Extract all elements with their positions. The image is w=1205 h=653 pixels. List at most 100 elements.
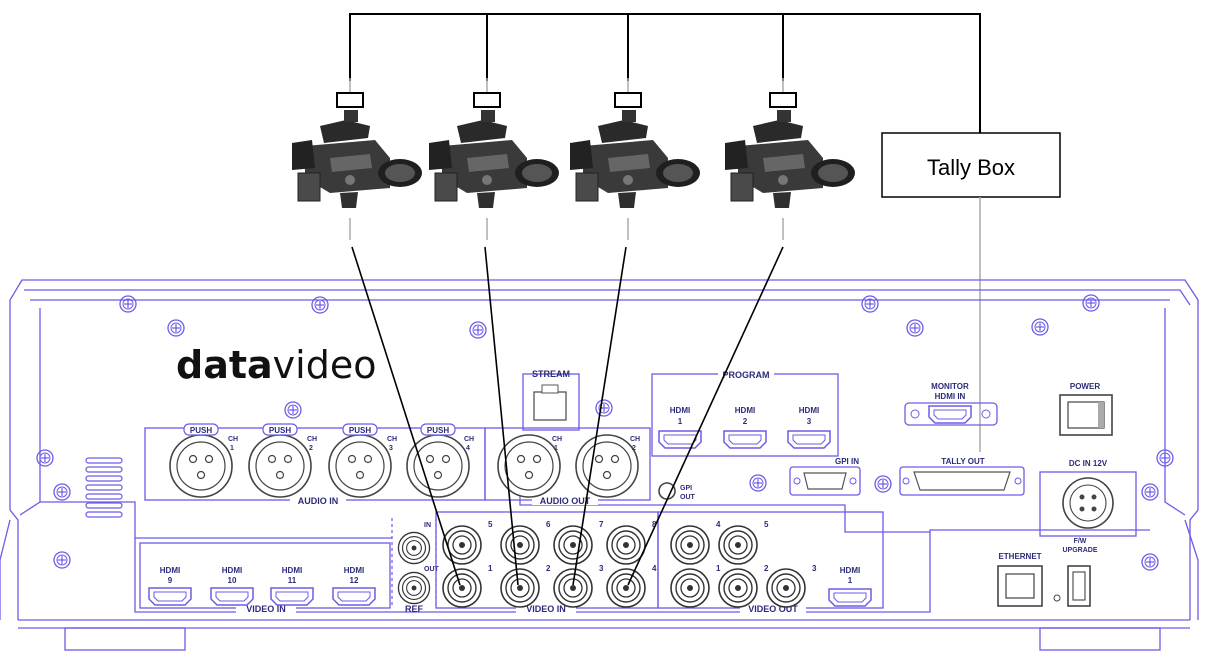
program-hdmi-2[interactable]: HDMI 2 [723,406,767,449]
svg-text:6: 6 [546,520,551,529]
svg-text:HDMI: HDMI [344,566,364,575]
svg-text:12: 12 [350,576,359,585]
svg-text:GPI IN: GPI IN [835,457,859,466]
camera-cables [351,246,784,586]
monitor-hdmi-in-port[interactable]: MONITOR HDMI IN [904,382,998,426]
svg-text:1: 1 [230,445,234,452]
svg-text:MONITOR: MONITOR [931,382,969,391]
svg-text:4: 4 [716,520,721,529]
svg-text:1: 1 [848,576,853,585]
svg-text:2: 2 [764,564,769,573]
sdi-in-6[interactable]: 6 [500,520,551,565]
sdi-in-3[interactable]: 3 [553,564,604,608]
svg-text:TALLY OUT: TALLY OUT [941,457,985,466]
sdi-out-4[interactable]: 4 [670,520,721,565]
camera-2-icon [428,92,560,209]
svg-text:AUDIO IN: AUDIO IN [298,496,339,506]
svg-text:PUSH: PUSH [427,426,449,435]
svg-text:PUSH: PUSH [349,426,371,435]
program-hdmi-1[interactable]: HDMI 1 [658,406,702,449]
sdi-in-1[interactable]: 1 [442,564,493,608]
tally-box-label: Tally Box [927,155,1015,180]
audio-in-ch3[interactable]: PUSH CH 3 [328,423,397,498]
svg-text:datavideo: datavideo [176,343,376,387]
audio-out-group: AUDIO OUT [484,427,651,506]
tally-box: Tally Box [881,132,1061,198]
audio-out-ch2[interactable]: CH 2 [575,434,640,498]
svg-text:UPGRADE: UPGRADE [1062,547,1097,554]
sdi-out-5[interactable]: 5 [718,520,769,565]
svg-text:PUSH: PUSH [269,426,291,435]
video-in-hdmi-10[interactable]: HDMI 10 [210,566,254,606]
svg-text:ETHERNET: ETHERNET [998,552,1041,561]
svg-text:HDMI: HDMI [670,406,690,415]
audio-in-ch2[interactable]: PUSH CH 2 [248,423,317,498]
svg-text:VIDEO IN: VIDEO IN [246,604,286,614]
svg-text:7: 7 [599,520,604,529]
video-in-hdmi-12[interactable]: HDMI 12 [332,566,376,606]
tally-cable-bus [349,13,981,133]
video-in-hdmi-9[interactable]: HDMI 9 [148,566,192,606]
sdi-in-5[interactable]: 5 [442,520,493,565]
svg-text:2: 2 [546,564,551,573]
svg-text:POWER: POWER [1070,382,1100,391]
sdi-out-1[interactable]: 1 [670,564,721,608]
svg-text:3: 3 [812,564,817,573]
svg-text:CH: CH [387,436,397,443]
video-in-hdmi-group: VIDEO IN [139,542,391,614]
svg-text:VIDEO IN: VIDEO IN [526,604,566,614]
svg-text:5: 5 [764,520,769,529]
svg-text:CH: CH [630,436,640,443]
cable-camera-3-sdi-3 [572,246,627,586]
video-in-hdmi-11[interactable]: HDMI 11 [270,566,314,606]
svg-text:11: 11 [288,576,297,585]
audio-in-ch1[interactable]: PUSH CH 1 [169,423,238,498]
video-out-hdmi-1[interactable]: HDMI 1 [828,566,872,607]
audio-in-ch4[interactable]: PUSH CH 4 [406,423,474,498]
ethernet-port[interactable]: ETHERNET [997,552,1061,607]
svg-text:PUSH: PUSH [190,426,212,435]
gpi-out-port[interactable]: GPI OUT [658,482,696,501]
dc-in-12v-port[interactable]: DC IN 12V [1039,459,1137,537]
svg-text:1: 1 [678,417,683,426]
sdi-out-3[interactable]: 3 [766,564,817,608]
sdi-out-2[interactable]: 2 [718,564,769,608]
svg-text:DC IN 12V: DC IN 12V [1069,459,1108,468]
tally-light-wires [349,78,784,92]
sdi-in-8[interactable]: 8 [606,520,657,565]
svg-text:AUDIO OUT: AUDIO OUT [540,496,591,506]
power-switch[interactable]: POWER [1059,382,1113,436]
svg-text:CH: CH [228,436,238,443]
ref-out-port[interactable] [397,571,431,605]
svg-text:9: 9 [168,576,173,585]
svg-text:F/W: F/W [1074,538,1087,545]
svg-text:HDMI: HDMI [222,566,242,575]
sdi-in-2[interactable]: 2 [500,564,551,608]
sdi-in-7[interactable]: 7 [553,520,604,565]
audio-out-ch1[interactable]: CH 1 [497,434,562,498]
program-hdmi-3[interactable]: HDMI 3 [787,406,831,449]
svg-text:2: 2 [309,445,313,452]
ref-out-label: OUT [424,566,440,573]
sdi-in-4[interactable]: 4 [606,564,657,608]
svg-text:2: 2 [632,445,636,452]
svg-text:3: 3 [807,417,812,426]
svg-text:4: 4 [466,445,470,452]
svg-text:1: 1 [554,445,558,452]
fw-upgrade-port[interactable]: F/W UPGRADE [1062,538,1098,607]
ref-in-label: IN [424,522,431,529]
stream-port[interactable]: STREAM [522,369,580,431]
camera-4-icon [724,92,856,209]
svg-text:HDMI: HDMI [840,566,860,575]
ref-in-port[interactable] [397,531,431,565]
svg-text:HDMI: HDMI [735,406,755,415]
tally-out-port[interactable]: TALLY OUT [899,457,1025,496]
svg-text:1: 1 [716,564,721,573]
svg-text:VIDEO OUT: VIDEO OUT [748,604,798,614]
svg-text:GPI: GPI [680,485,692,492]
gpi-in-port[interactable]: GPI IN [789,457,861,496]
svg-text:5: 5 [488,520,493,529]
svg-text:1: 1 [488,564,493,573]
camera-1-icon [291,92,423,209]
